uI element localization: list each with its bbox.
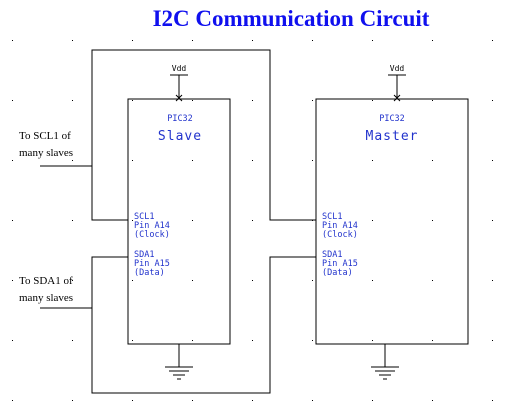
grid-dot <box>132 220 133 221</box>
sda-note-line1: To SDA1 of <box>19 275 73 287</box>
grid-dot <box>492 160 493 161</box>
grid-dot <box>432 280 433 281</box>
grid-dot <box>192 40 193 41</box>
master-sda-name: SDA1 <box>322 250 342 260</box>
grid-dot <box>432 340 433 341</box>
grid-dot <box>432 220 433 221</box>
grid-dot <box>372 280 373 281</box>
grid-dot <box>372 220 373 221</box>
master-sda-pin: Pin A15 <box>322 259 358 269</box>
slave-role-label: Slave <box>158 129 202 144</box>
grid-dot <box>132 100 133 101</box>
grid-dot <box>132 280 133 281</box>
grid-dot <box>492 100 493 101</box>
slave-sda-name: SDA1 <box>134 250 154 260</box>
grid-dot <box>12 280 13 281</box>
grid-dot <box>132 160 133 161</box>
grid-dot <box>12 220 13 221</box>
grid-dot <box>12 400 13 401</box>
master-scl-name: SCL1 <box>322 212 342 222</box>
grid-dot <box>252 40 253 41</box>
grid-dot <box>492 340 493 341</box>
master-chip: Vdd PIC32 Master SCL1 Pin A14 (Clock) SD… <box>315 64 469 380</box>
grid-dot <box>72 160 73 161</box>
master-part-label: PIC32 <box>379 114 405 124</box>
sda-wire <box>91 256 316 394</box>
grid-dot <box>312 340 313 341</box>
slave-scl-desc: (Clock) <box>134 230 170 240</box>
grid-dot <box>132 340 133 341</box>
slave-sda-pin: Pin A15 <box>134 259 170 269</box>
grid-dot <box>72 280 73 281</box>
grid-dot <box>12 160 13 161</box>
scl-note-line1: To SCL1 of <box>19 130 71 142</box>
grid-dot <box>312 160 313 161</box>
master-sda-desc: (Data) <box>322 268 353 278</box>
grid-dot <box>372 160 373 161</box>
grid-dot <box>72 40 73 41</box>
master-scl-desc: (Clock) <box>322 230 358 240</box>
grid-dot <box>72 340 73 341</box>
slave-scl-pin: Pin A14 <box>134 221 170 231</box>
scl-note-line2: many slaves <box>19 147 73 159</box>
grid-dot <box>312 280 313 281</box>
slave-chip: Vdd PIC32 Slave SCL1 Pin A14 (Clock) SDA… <box>127 64 231 380</box>
grid-dot <box>252 160 253 161</box>
grid-dot <box>12 340 13 341</box>
grid-dots <box>12 40 493 401</box>
grid-dot <box>492 280 493 281</box>
grid-dot <box>12 100 13 101</box>
grid-dot <box>312 100 313 101</box>
grid-dot <box>72 100 73 101</box>
slave-part-label: PIC32 <box>167 114 193 124</box>
grid-dot <box>72 220 73 221</box>
grid-dot <box>432 400 433 401</box>
grid-dot <box>192 340 193 341</box>
wires <box>40 49 316 394</box>
grid-dot <box>252 100 253 101</box>
grid-dot <box>432 160 433 161</box>
scl-wire <box>91 49 316 221</box>
grid-dot <box>492 40 493 41</box>
master-chip-body <box>315 98 469 345</box>
master-scl-pin: Pin A14 <box>322 221 358 231</box>
grid-dot <box>192 220 193 221</box>
slave-sda-desc: (Data) <box>134 268 165 278</box>
grid-dot <box>372 400 373 401</box>
sda-note-line2: many slaves <box>19 292 73 304</box>
slave-ground-icon <box>165 344 193 380</box>
master-vdd-label: Vdd <box>390 64 405 73</box>
master-pin-x-icon <box>393 94 401 102</box>
grid-dot <box>372 100 373 101</box>
grid-dot <box>432 40 433 41</box>
diagram-title: I2C Communication Circuit <box>153 6 430 31</box>
grid-dot <box>372 340 373 341</box>
grid-dot <box>192 160 193 161</box>
slave-pin-x-icon <box>175 94 183 102</box>
grid-dot <box>192 100 193 101</box>
grid-dot <box>492 400 493 401</box>
grid-dot <box>252 280 253 281</box>
grid-dot <box>12 40 13 41</box>
grid-dot <box>132 400 133 401</box>
grid-dot <box>192 280 193 281</box>
slave-vdd-label: Vdd <box>172 64 187 73</box>
master-role-label: Master <box>366 129 419 144</box>
master-ground-icon <box>371 344 399 380</box>
grid-dot <box>252 400 253 401</box>
grid-dot <box>72 400 73 401</box>
grid-dot <box>312 40 313 41</box>
grid-dot <box>252 220 253 221</box>
grid-dot <box>192 400 193 401</box>
grid-dot <box>252 340 253 341</box>
slave-scl-name: SCL1 <box>134 212 154 222</box>
grid-dot <box>492 220 493 221</box>
grid-dot <box>132 40 133 41</box>
grid-dot <box>432 100 433 101</box>
grid-dot <box>312 400 313 401</box>
grid-dot <box>372 40 373 41</box>
